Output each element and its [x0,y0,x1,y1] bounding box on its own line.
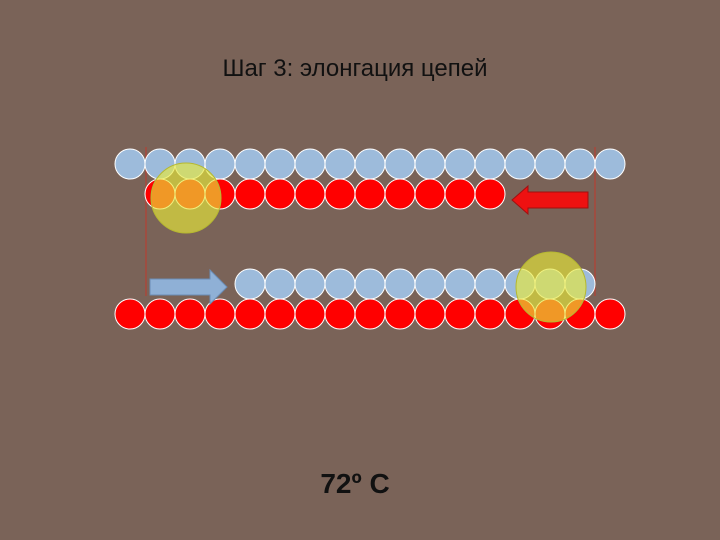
red-nucleotide [145,299,175,329]
blue-nucleotide [265,149,295,179]
red-nucleotide [265,179,295,209]
blue-nucleotide [295,149,325,179]
red-nucleotide [415,299,445,329]
polymerase-bottom [516,252,586,322]
red-nucleotide [235,179,265,209]
red-nucleotide [475,179,505,209]
blue-nucleotide [505,149,535,179]
blue-nucleotide [535,149,565,179]
blue-nucleotide [265,269,295,299]
red-nucleotide [325,299,355,329]
blue-nucleotide [415,149,445,179]
blue-nucleotide [355,269,385,299]
red-nucleotide [445,299,475,329]
blue-nucleotide [235,149,265,179]
blue-nucleotide [295,269,325,299]
red-nucleotide [325,179,355,209]
blue-nucleotide [565,149,595,179]
red-nucleotide [475,299,505,329]
blue-nucleotide [595,149,625,179]
left-arrow-icon [512,186,588,214]
blue-nucleotide [385,149,415,179]
red-nucleotide [385,299,415,329]
red-nucleotide [265,299,295,329]
red-nucleotide [355,179,385,209]
blue-nucleotide [325,269,355,299]
blue-nucleotide [385,269,415,299]
red-nucleotide [355,299,385,329]
red-nucleotide [175,299,205,329]
red-nucleotide [235,299,265,329]
blue-nucleotide [445,269,475,299]
blue-nucleotide [355,149,385,179]
temperature-label: 72º C [255,468,455,500]
blue-nucleotide [445,149,475,179]
blue-nucleotide [115,149,145,179]
red-nucleotide [385,179,415,209]
polymerase-top [151,163,221,233]
red-nucleotide [295,179,325,209]
blue-nucleotide [235,269,265,299]
red-nucleotide [115,299,145,329]
blue-nucleotide [475,269,505,299]
blue-nucleotide [325,149,355,179]
blue-nucleotide [475,149,505,179]
red-nucleotide [415,179,445,209]
blue-nucleotide [415,269,445,299]
red-nucleotide [445,179,475,209]
red-nucleotide [595,299,625,329]
red-nucleotide [295,299,325,329]
